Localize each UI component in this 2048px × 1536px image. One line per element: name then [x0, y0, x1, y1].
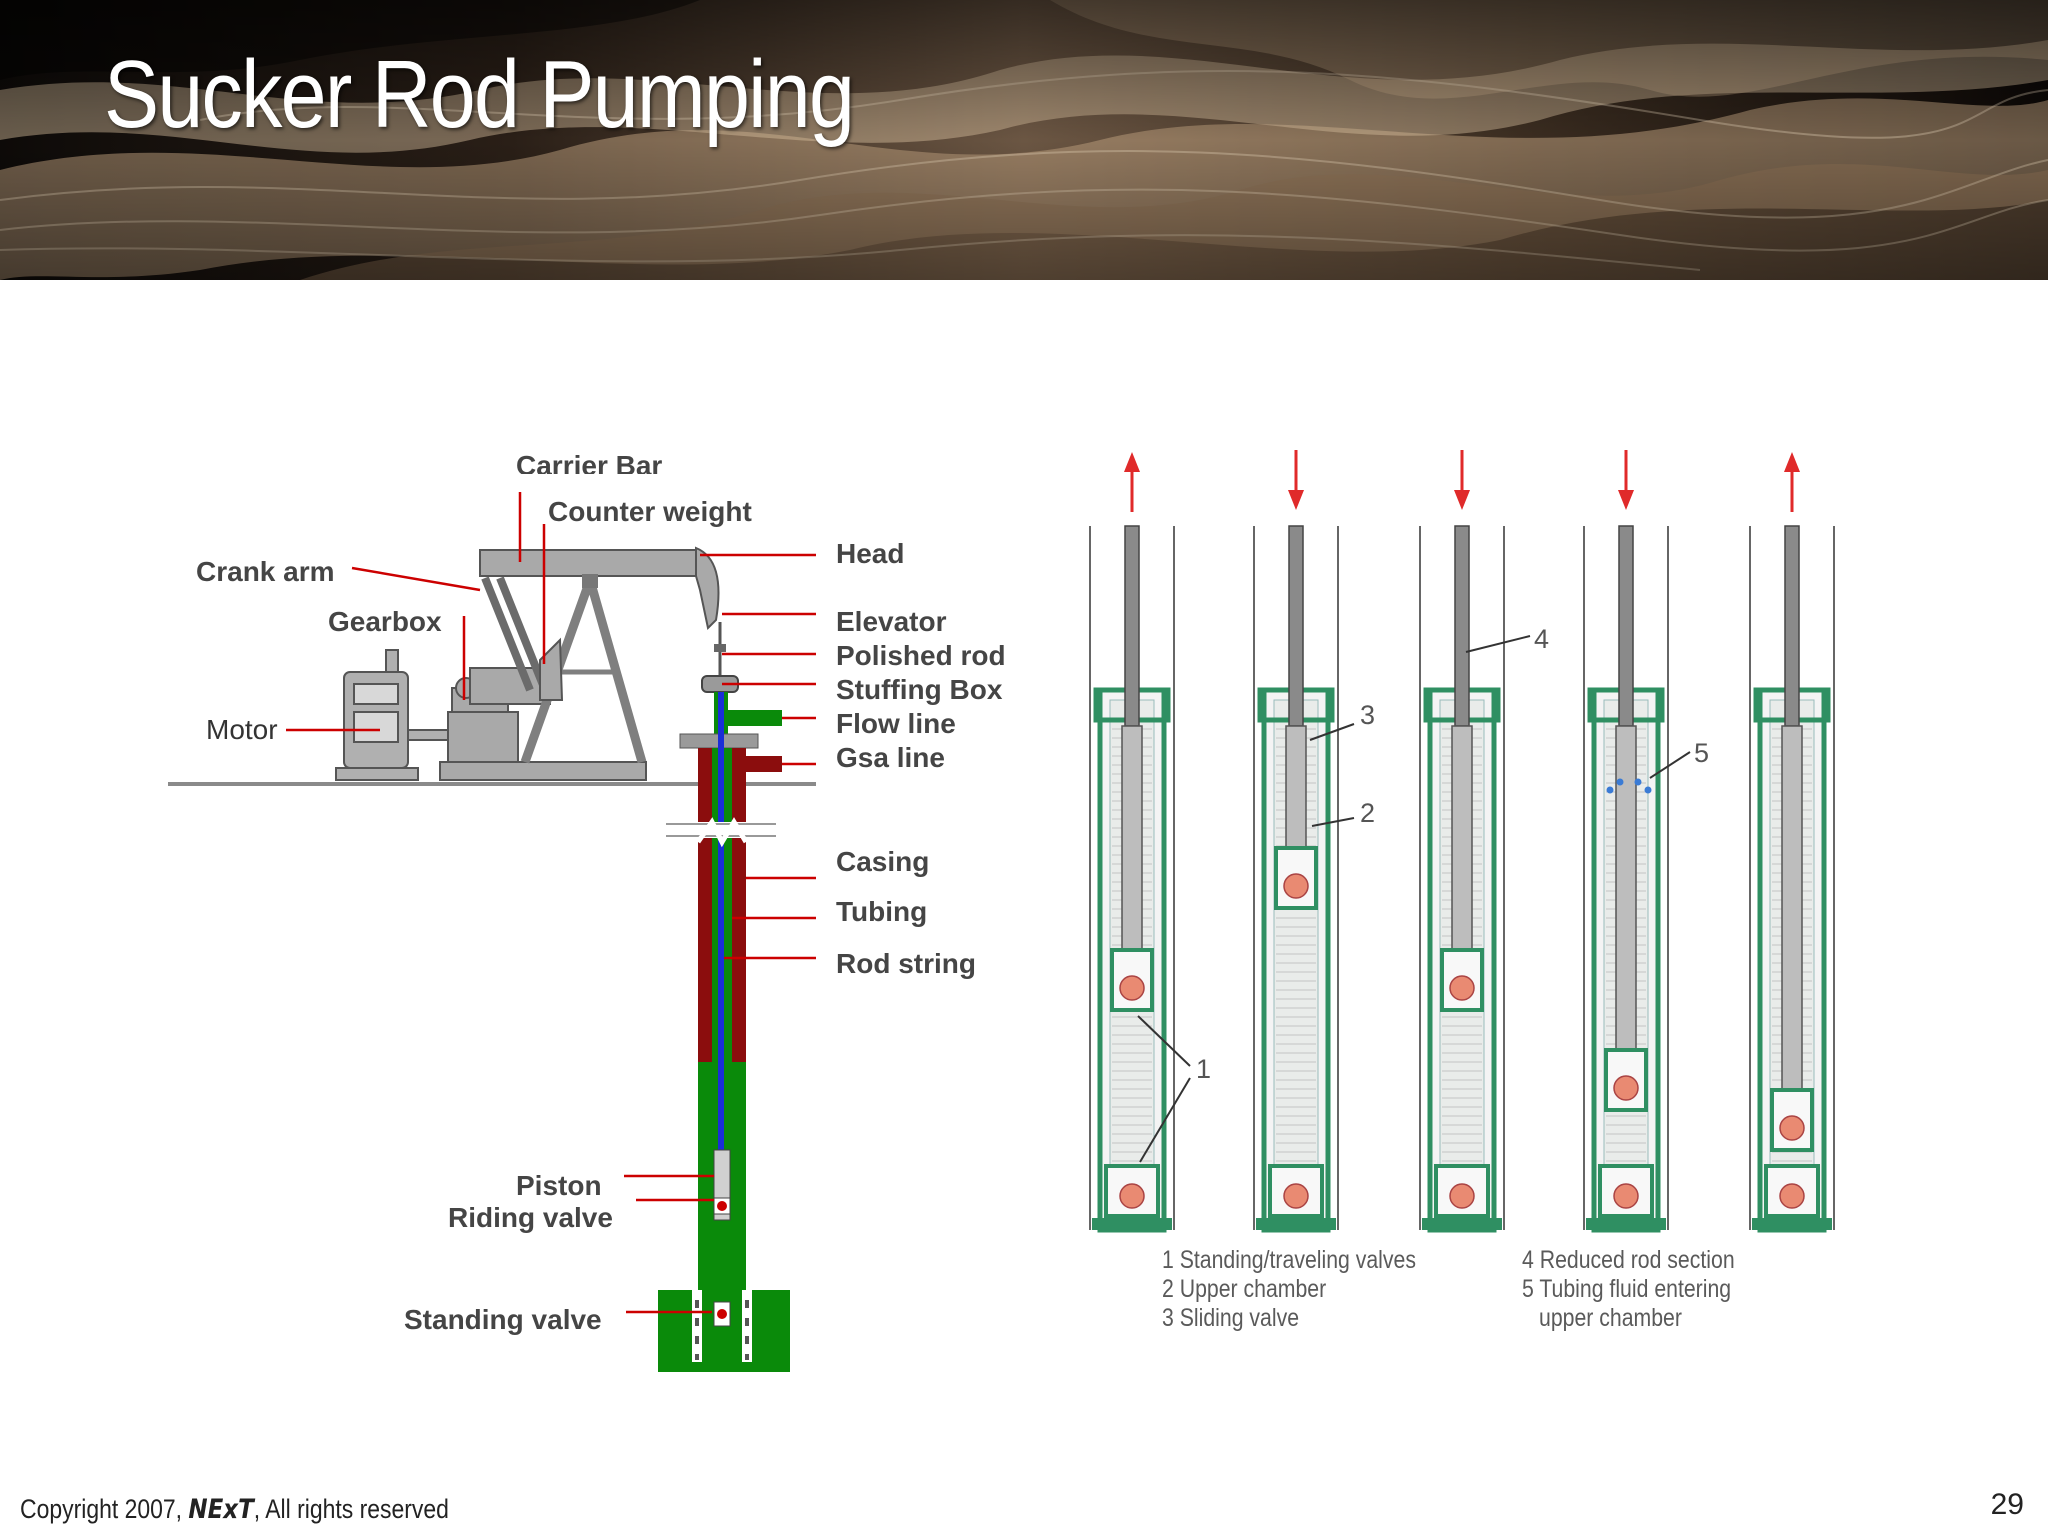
copyright-footer: Copyright 2007, NExT, All rights reserve…: [20, 1494, 449, 1525]
traveling-valve-ball: [1449, 975, 1475, 1001]
barrel-base: [1256, 1218, 1336, 1230]
flow-line-graphic: [728, 710, 782, 726]
callout-pointer: [1137, 1015, 1191, 1067]
fluid-droplet: [1616, 778, 1624, 786]
label-counter-weight: Counter weight: [548, 496, 752, 527]
label-carrier-bar: Carrier Bar: [516, 450, 663, 474]
callout-pointer: [1465, 635, 1531, 653]
legend-right: 4 Reduced rod section 5 Tubing fluid ent…: [1522, 1246, 1735, 1333]
label-piston: Piston: [516, 1170, 602, 1201]
callout-2: 2: [1360, 798, 1376, 828]
barrel-base: [1092, 1218, 1172, 1230]
sucker-rod: [1618, 525, 1634, 727]
plunger-rod: [1451, 725, 1473, 951]
counterweight-graphic: [539, 637, 564, 701]
label-motor: Motor: [206, 714, 278, 745]
standing-valve-ball: [1119, 1183, 1145, 1209]
sucker-rod: [1288, 525, 1304, 727]
footer-prefix: Copyright 2007,: [20, 1494, 189, 1524]
down-arrow-icon: [1618, 490, 1634, 510]
brand-logo: NExT: [188, 1494, 254, 1525]
label-tubing: Tubing: [836, 896, 928, 927]
down-arrow-icon: [1454, 490, 1470, 510]
saddle-bearing-graphic: [582, 574, 598, 588]
callout-pointer: [1649, 751, 1691, 779]
callout-1: 1: [1196, 1054, 1212, 1084]
callout-pointer: [1311, 817, 1355, 827]
walking-beam-graphic: [479, 549, 699, 577]
legend-item: 1 Standing/traveling valves: [1162, 1246, 1416, 1274]
fluid-droplet: [1606, 786, 1614, 794]
sucker-rod: [1454, 525, 1470, 727]
title-banner: Sucker Rod Pumping: [0, 0, 2048, 280]
standing-valve-ball: [1283, 1183, 1309, 1209]
traveling-valve-ball: [1119, 975, 1145, 1001]
leader-lines: [286, 492, 816, 1314]
traveling-valve-ball: [1779, 1115, 1805, 1141]
callout-5: 5: [1694, 738, 1710, 768]
traveling-valve-ball: [1283, 873, 1309, 899]
carrier-bar-graphic: [714, 644, 726, 652]
rock-texture-banner: [0, 0, 2048, 280]
standing-valve-ball: [1449, 1183, 1475, 1209]
label-head: Head: [836, 538, 905, 569]
callout-4: 4: [1534, 624, 1550, 654]
plunger-rod: [1615, 725, 1637, 1051]
fluid-droplet: [1634, 778, 1642, 786]
motor-graphic: [335, 649, 449, 781]
legend-item: 5 Tubing fluid entering: [1522, 1275, 1732, 1303]
label-gsa-line: Gsa line: [836, 742, 945, 773]
fluid-droplet: [1644, 786, 1652, 794]
legend-item: upper chamber: [1539, 1304, 1682, 1332]
gearbox-graphic: [439, 667, 647, 781]
plunger-rod: [1121, 725, 1143, 951]
legend-item: 4 Reduced rod section: [1522, 1246, 1735, 1274]
label-crank-arm: Crank arm: [196, 556, 335, 587]
label-stuffing-box: Stuffing Box: [836, 674, 1003, 705]
footer-suffix: , All rights reserved: [253, 1494, 449, 1524]
label-casing: Casing: [836, 846, 930, 877]
down-arrow-icon: [1288, 490, 1304, 510]
label-gearbox: Gearbox: [328, 606, 442, 637]
slide-title: Sucker Rod Pumping: [104, 41, 855, 148]
sucker-rod: [1784, 525, 1800, 727]
plunger-rod: [1285, 725, 1307, 849]
callout-3: 3: [1360, 700, 1376, 730]
barrel-base: [1752, 1218, 1832, 1230]
up-arrow-icon: [1784, 452, 1800, 472]
standing-valve-ball: [1779, 1183, 1805, 1209]
up-arrow-icon: [1124, 452, 1140, 472]
gas-line-graphic: [742, 756, 782, 772]
label-polished-rod: Polished rod: [836, 640, 1006, 671]
label-rod-string: Rod string: [836, 948, 976, 979]
label-standing-valve: Standing valve: [404, 1304, 602, 1335]
standing-valve-ball: [1613, 1183, 1639, 1209]
plunger-rod: [1781, 725, 1803, 1091]
label-riding-valve: Riding valve: [448, 1202, 613, 1233]
horse-head-graphic: [695, 546, 720, 631]
barrel-base: [1422, 1218, 1502, 1230]
callout-pointer: [1309, 723, 1355, 741]
label-elevator: Elevator: [836, 606, 947, 637]
sucker-rod: [1124, 525, 1140, 727]
page-number: 29: [1990, 1488, 2024, 1521]
ground-line: [168, 782, 816, 786]
legend-left: 1 Standing/traveling valves 2 Upper cham…: [1162, 1246, 1416, 1333]
pitman-arm-graphic: [481, 576, 549, 692]
barrel-base: [1586, 1218, 1666, 1230]
label-flow-line: Flow line: [836, 708, 956, 739]
legend-item: 3 Sliding valve: [1162, 1304, 1300, 1332]
legend-item: 2 Upper chamber: [1162, 1275, 1327, 1303]
callout-pointer: [1139, 1077, 1191, 1163]
traveling-valve-ball: [1613, 1075, 1639, 1101]
